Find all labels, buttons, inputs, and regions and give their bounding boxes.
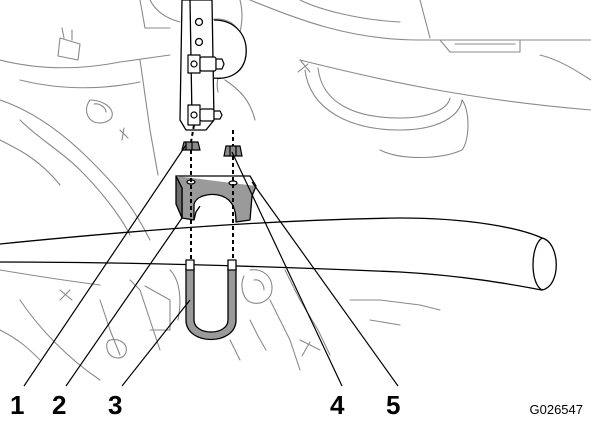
callout-5: 5 <box>386 390 401 420</box>
callout-2: 2 <box>52 390 67 420</box>
callout-4: 4 <box>330 390 345 420</box>
leader-line-5 <box>251 181 399 387</box>
leader-line-3 <box>121 299 191 387</box>
nut-right <box>223 145 243 157</box>
leader-line-2 <box>65 217 183 387</box>
nut-left <box>181 141 201 151</box>
clamp-saddle <box>175 175 257 223</box>
horizontal-tube <box>0 217 557 291</box>
lower-bolt <box>187 104 223 126</box>
figure-id: G026547 <box>529 402 584 417</box>
leader-line-1 <box>23 144 187 387</box>
background-machinery <box>0 0 591 381</box>
callout-3: 3 <box>108 390 123 420</box>
callout-1: 1 <box>10 390 25 420</box>
leader-line-4 <box>231 151 343 387</box>
leader-lines <box>23 144 399 387</box>
u-bolt <box>185 259 237 340</box>
upper-bolt <box>187 54 225 74</box>
alignment-lines <box>190 124 234 260</box>
